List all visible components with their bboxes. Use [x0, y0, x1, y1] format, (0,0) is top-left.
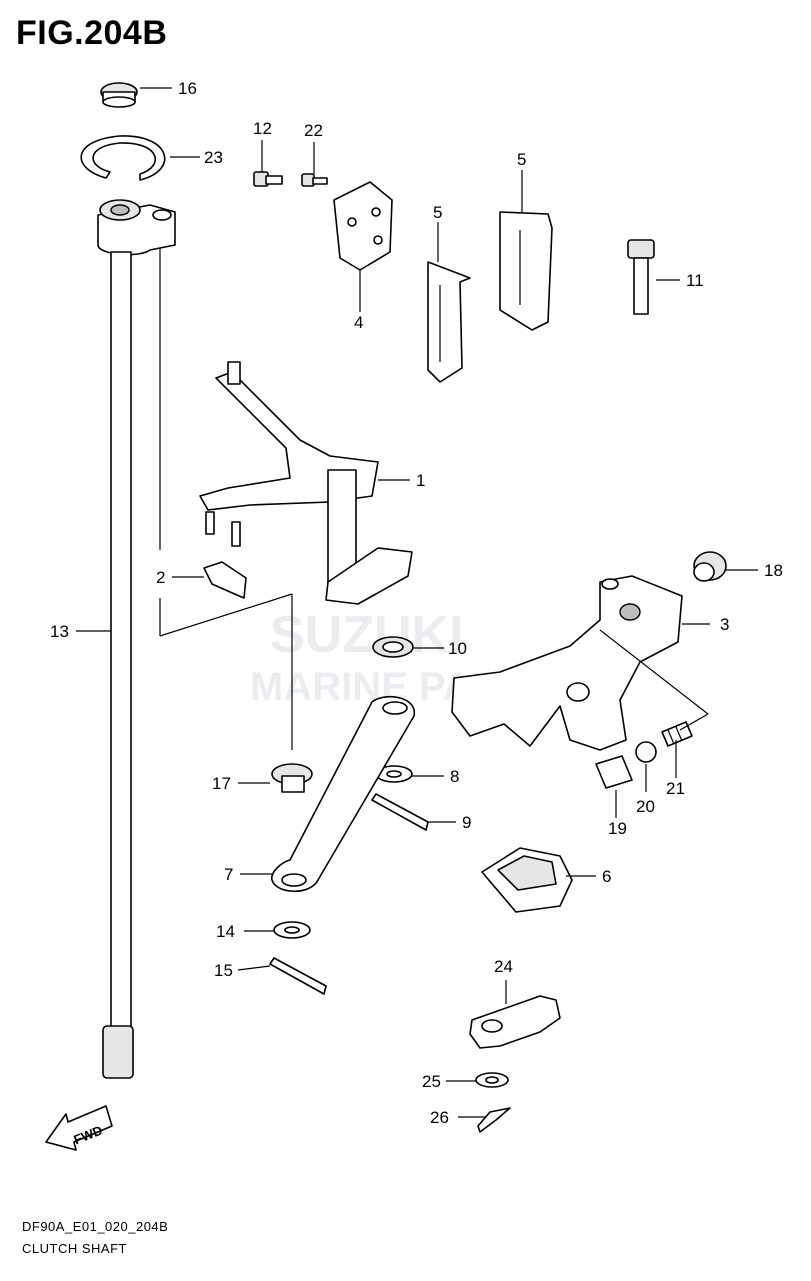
part-13-clutch-shaft: [97, 199, 176, 1079]
callout-1: 1: [416, 471, 425, 490]
watermark-line1: SUZUKI: [270, 606, 464, 664]
part-15-cotter-pin: [269, 957, 327, 995]
part-7-clutch-rod: [271, 695, 415, 892]
part-19-sleeve: [595, 755, 633, 789]
callout-5a: 5: [433, 203, 442, 222]
callout-3: 3: [720, 615, 729, 634]
callout-23: 23: [204, 148, 223, 167]
part-4-plate: [333, 181, 393, 271]
part-24-arm: [469, 995, 561, 1049]
part-10-bushing: [372, 636, 414, 658]
callout-10: 10: [448, 639, 467, 658]
part-6-seal: [481, 847, 573, 913]
callout-19: 19: [608, 819, 627, 838]
part-23-circlip: [80, 135, 166, 181]
diagram-name: CLUTCH SHAFT: [22, 1241, 127, 1256]
callout-9: 9: [462, 813, 471, 832]
part-9-cotter-pin: [371, 793, 429, 831]
part-5-guide-b: [499, 211, 553, 331]
callout-4: 4: [354, 313, 363, 332]
part-14-washer: [273, 921, 311, 939]
callout-22: 22: [304, 121, 323, 140]
part-12-bolt: [253, 171, 283, 187]
callout-15: 15: [214, 961, 233, 980]
callout-25: 25: [422, 1072, 441, 1091]
part-17-bushing: [271, 763, 313, 793]
leader-lines: [76, 87, 758, 1118]
part-1-shift-lever: [199, 361, 413, 605]
callout-24: 24: [494, 957, 513, 976]
callout-17: 17: [212, 774, 231, 793]
part-5-guide-a: [427, 261, 471, 383]
callout-18: 18: [764, 561, 783, 580]
callout-26: 26: [430, 1108, 449, 1127]
fwd-arrow-icon: FWD: [45, 1105, 113, 1151]
callout-8: 8: [450, 767, 459, 786]
part-26-pin: [477, 1107, 511, 1133]
figure-title: FIG.204B: [16, 14, 168, 52]
callout-6: 6: [602, 867, 611, 886]
callout-14: 14: [216, 922, 235, 941]
callout-16: 16: [178, 79, 197, 98]
part-22-nipple: [301, 173, 328, 187]
part-25-washer: [475, 1072, 509, 1088]
callout-2: 2: [156, 568, 165, 587]
part-18-plug: [693, 551, 727, 582]
callout-20: 20: [636, 797, 655, 816]
callout-11: 11: [686, 271, 704, 290]
callout-21: 21: [666, 779, 685, 798]
part-2-clip: [203, 561, 247, 599]
callout-5b: 5: [517, 150, 526, 169]
callout-12: 12: [253, 119, 272, 138]
callout-13: 13: [50, 622, 69, 641]
part-16-plug: [100, 82, 138, 108]
callout-7: 7: [224, 865, 233, 884]
part-20-ball: [635, 741, 657, 763]
part-11-bolt: [627, 239, 655, 315]
callout-numbers: 16 23 12 22 4 5 5 11 1 2 13 10 3 18 17 8…: [50, 79, 783, 1127]
diagram-code: DF90A_E01_020_204B: [22, 1219, 169, 1234]
part-3-clutch-housing: [451, 575, 683, 751]
